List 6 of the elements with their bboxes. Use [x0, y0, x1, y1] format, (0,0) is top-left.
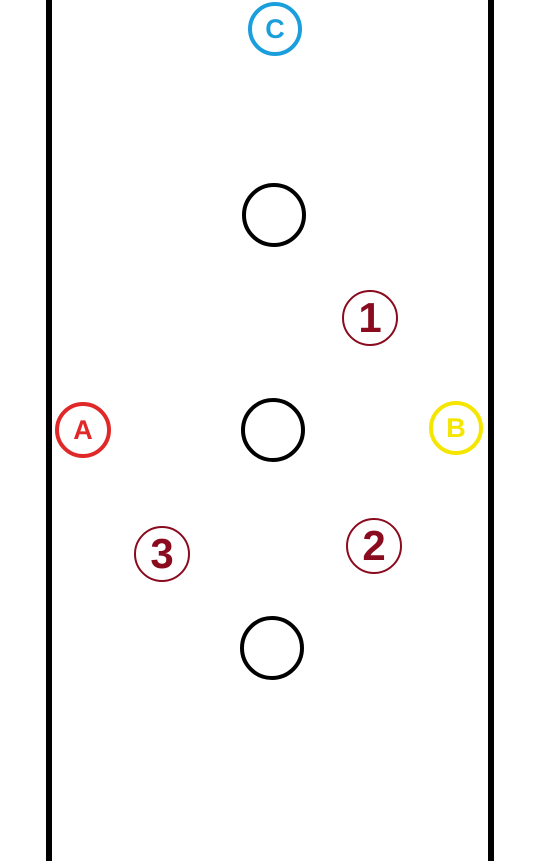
circled-letter: A [55, 402, 111, 458]
circled-number: 1 [342, 290, 398, 346]
circled-letter: C [248, 2, 302, 56]
circled-number: 3 [134, 526, 190, 582]
circled-letter: B [429, 401, 483, 455]
circled-number: 2 [346, 518, 402, 574]
